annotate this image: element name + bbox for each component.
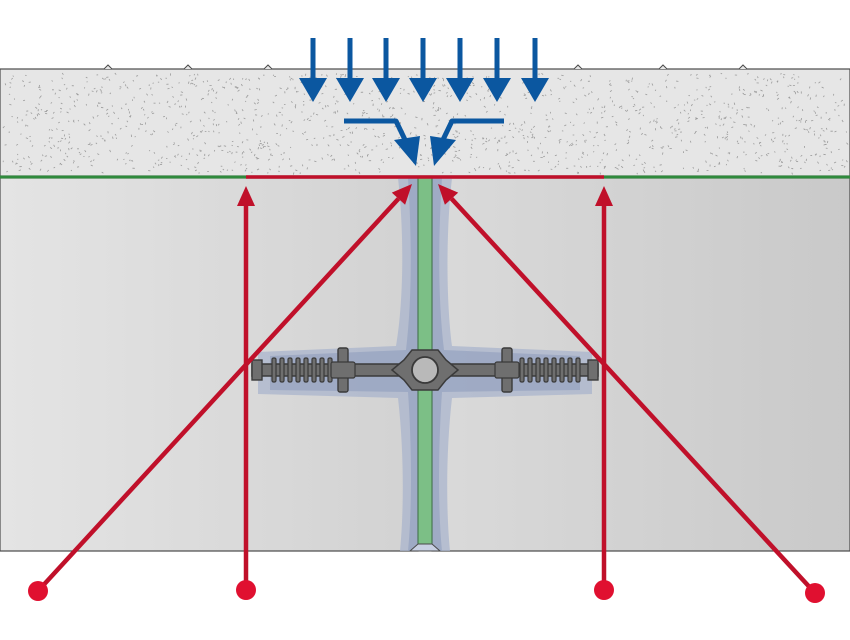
pointer-line xyxy=(594,186,614,600)
bent-arrow-icon xyxy=(430,118,504,166)
arrow-down-icon xyxy=(336,38,364,102)
arrow-down-icon xyxy=(299,38,327,102)
load-arrows xyxy=(299,38,549,102)
arrow-down-icon xyxy=(446,38,474,102)
pointer-line xyxy=(236,186,256,600)
arrow-down-icon xyxy=(483,38,511,102)
circle-dot-icon xyxy=(236,580,256,600)
water-flow-arrows xyxy=(344,118,504,166)
pointer-line xyxy=(438,184,825,603)
arrow-down-icon xyxy=(521,38,549,102)
arrow-down-icon xyxy=(372,38,400,102)
circle-dot-icon xyxy=(805,583,825,603)
arrow-down-icon xyxy=(409,38,437,102)
joint-bottom-notch xyxy=(408,543,442,552)
pointer-line xyxy=(28,184,412,601)
circle-dot-icon xyxy=(594,580,614,600)
pointer-lines xyxy=(28,184,825,603)
bent-arrow-icon xyxy=(344,118,420,166)
screed-surface-texture xyxy=(103,64,748,70)
waterstop-profile xyxy=(251,347,599,393)
circle-dot-icon xyxy=(28,581,48,601)
